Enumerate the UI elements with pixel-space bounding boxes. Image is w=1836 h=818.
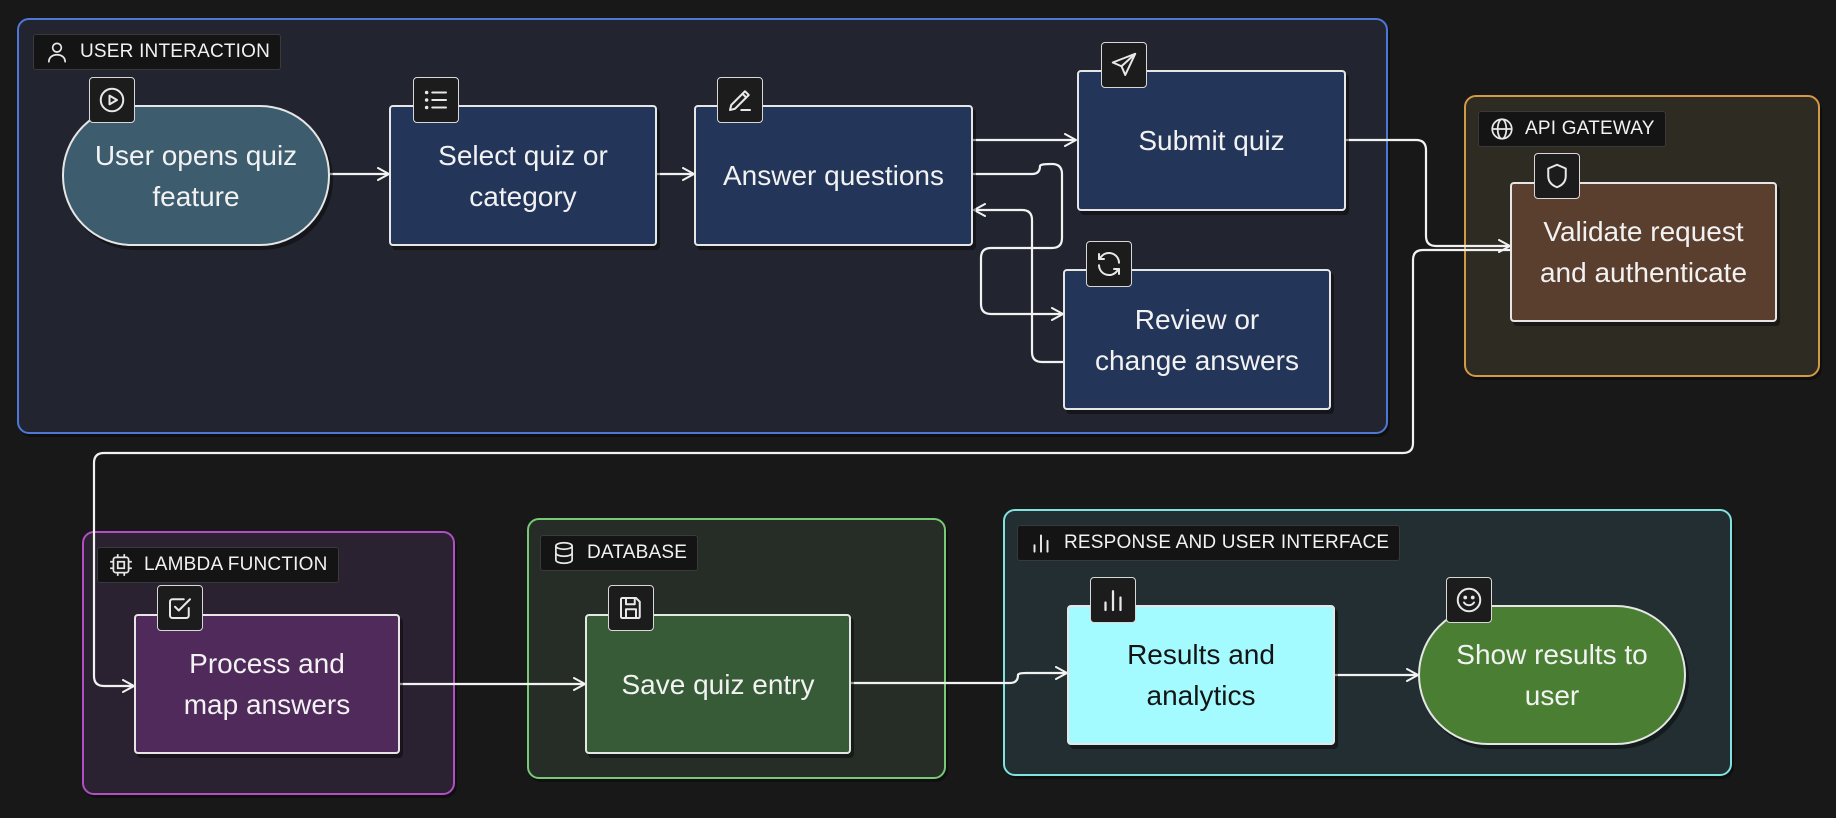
node-save-entry[interactable]: Save quiz entry <box>585 614 851 754</box>
refresh-icon <box>1098 251 1120 277</box>
node-label: Save quiz entry <box>621 668 815 700</box>
node-label: Answer questions <box>722 160 944 191</box>
node-icon-box <box>89 77 135 123</box>
group-label-api-gateway: API GATEWAY <box>1478 111 1666 147</box>
group-label-text: DATABASE <box>587 542 688 563</box>
group-label-text: RESPONSE AND USER INTERFACE <box>1064 532 1390 553</box>
user-icon <box>48 42 66 63</box>
node-label: Review or change answers <box>1095 303 1299 376</box>
node-icon-box <box>1534 153 1580 199</box>
node-open-quiz[interactable]: User opens quiz feature <box>62 105 330 246</box>
play-icon <box>99 87 125 113</box>
edge-save-to-results <box>851 666 1068 685</box>
node-label: Submit quiz <box>1138 125 1285 156</box>
node-icon-box <box>1086 241 1132 287</box>
node-results-analytics[interactable]: Results and analytics <box>1067 605 1335 745</box>
node-label: Show results to user <box>1456 639 1648 711</box>
node-label: Results and analytics <box>1127 639 1275 711</box>
edge-submit-to-validate <box>1346 138 1511 253</box>
node-select-quiz[interactable]: Select quiz or category <box>389 105 657 246</box>
node-show-results[interactable]: Show results to user <box>1418 605 1686 745</box>
globe-icon <box>1491 118 1513 140</box>
node-process-answers[interactable]: Process and map answers <box>134 614 400 754</box>
pencil-icon <box>729 90 751 111</box>
node-review-answers[interactable]: Review or change answers <box>1063 269 1331 410</box>
node-submit-quiz[interactable]: Submit quiz <box>1077 70 1346 211</box>
group-label-user-interaction: USER INTERACTION <box>33 34 282 70</box>
node-icon-box <box>1090 577 1136 623</box>
node-label: Validate request and authenticate <box>1539 216 1748 288</box>
edge-validate-to-process <box>92 248 1510 693</box>
group-label-text: API GATEWAY <box>1525 118 1655 139</box>
bar-chart-icon <box>1104 590 1122 612</box>
node-icon-box <box>717 77 763 123</box>
node-icon-box <box>1446 577 1492 623</box>
chip-icon <box>110 554 132 576</box>
edge-review-to-answer <box>973 203 1063 364</box>
bar-chart-icon <box>1033 534 1049 553</box>
node-label: Select quiz or category <box>438 139 608 212</box>
save-icon <box>620 597 641 619</box>
node-icon-box <box>157 585 203 631</box>
node-validate-request[interactable]: Validate request and authenticate <box>1510 182 1777 322</box>
group-label-response-ui: RESPONSE AND USER INTERFACE <box>1017 525 1401 561</box>
node-icon-box <box>413 77 459 123</box>
edge-answer-to-review <box>973 162 1064 321</box>
group-label-lambda-function: LAMBDA FUNCTION <box>97 547 339 583</box>
list-icon <box>424 90 447 110</box>
group-label-text: LAMBDA FUNCTION <box>144 554 328 575</box>
node-icon-box <box>608 585 654 631</box>
group-label-text: USER INTERACTION <box>80 41 271 62</box>
checkbox-icon <box>169 598 191 619</box>
node-answer-questions[interactable]: Answer questions <box>694 105 973 246</box>
smile-icon <box>1456 587 1482 613</box>
group-label-database: DATABASE <box>540 535 699 571</box>
node-icon-box <box>1101 42 1147 88</box>
node-label: Process and map answers <box>183 648 351 720</box>
send-icon <box>1111 52 1137 76</box>
database-icon <box>555 541 573 565</box>
node-label: User opens quiz feature <box>94 139 298 212</box>
shield-icon <box>1547 163 1567 189</box>
